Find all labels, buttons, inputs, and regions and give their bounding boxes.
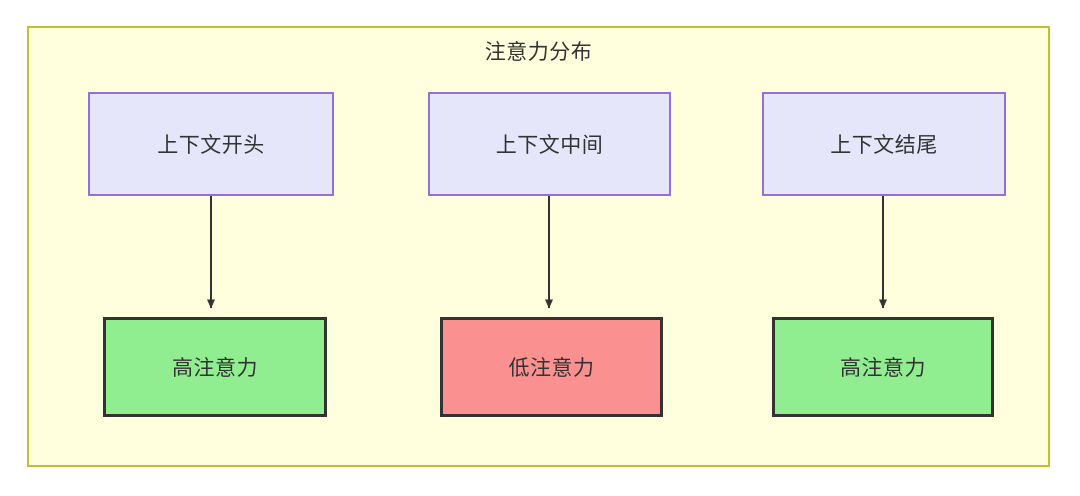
node-context-start-label: 上下文开头	[157, 134, 265, 157]
node-attention-start[interactable]: 高注意力	[103, 317, 327, 417]
node-attention-middle-label: 低注意力	[508, 357, 595, 380]
node-context-start[interactable]: 上下文开头	[88, 92, 334, 196]
node-attention-middle[interactable]: 低注意力	[440, 317, 663, 417]
node-attention-end-label: 高注意力	[840, 357, 926, 380]
node-context-middle[interactable]: 上下文中间	[428, 92, 671, 196]
node-context-middle-label: 上下文中间	[495, 134, 604, 157]
node-attention-start-label: 高注意力	[172, 357, 258, 380]
node-context-end-label: 上下文结尾	[830, 134, 938, 157]
node-context-end[interactable]: 上下文结尾	[762, 92, 1006, 196]
node-attention-end[interactable]: 高注意力	[772, 317, 994, 417]
diagram-title: 注意力分布	[484, 41, 593, 64]
